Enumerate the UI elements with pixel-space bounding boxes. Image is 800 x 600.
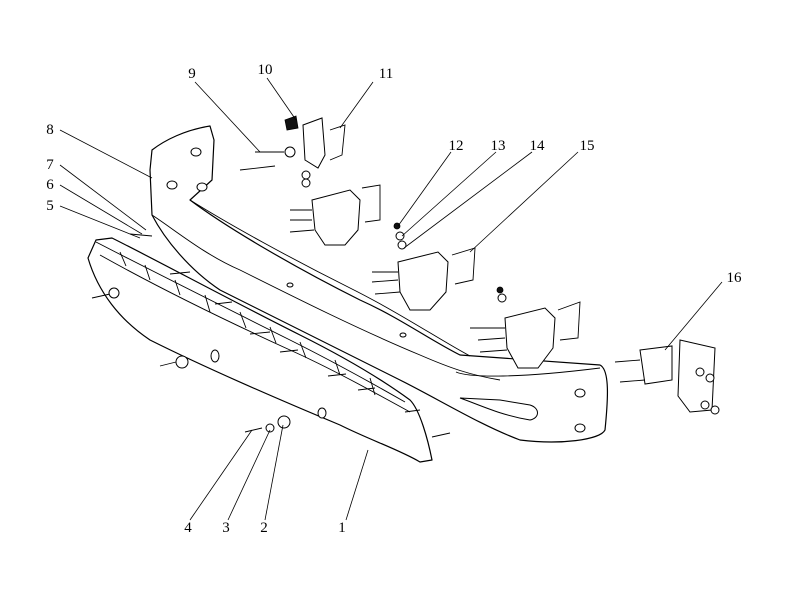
callout-13: 13 [491,138,506,154]
upper-center-bracket [239,115,346,188]
callout-4: 4 [184,520,192,536]
skirt-fasteners [91,233,451,438]
callout-3: 3 [222,520,230,536]
washer-stack [393,222,507,303]
callout-7: 7 [46,157,54,173]
callout-11: 11 [379,66,393,82]
callout-6: 6 [46,177,54,193]
callout-16: 16 [727,270,743,286]
lower-bumper-skirt [87,237,433,463]
leader-lines [59,77,723,521]
mounting-bracket-left [289,184,381,246]
callout-labels: 1 2 3 4 5 6 7 8 9 10 11 12 13 14 15 16 [46,62,742,536]
upper-bumper-beam [149,125,609,443]
callout-14: 14 [530,138,546,154]
mounting-bracket-right [470,301,581,369]
callout-1: 1 [338,520,346,536]
callout-8: 8 [46,122,54,138]
callout-12: 12 [449,138,464,154]
callout-15: 15 [580,138,595,154]
side-bracket [614,339,720,415]
mounting-bracket-center [371,247,476,311]
callout-5: 5 [46,198,54,214]
skirt-tab-row [119,251,376,396]
callout-10: 10 [258,62,273,78]
callout-2: 2 [260,520,268,536]
callout-9: 9 [188,66,196,82]
